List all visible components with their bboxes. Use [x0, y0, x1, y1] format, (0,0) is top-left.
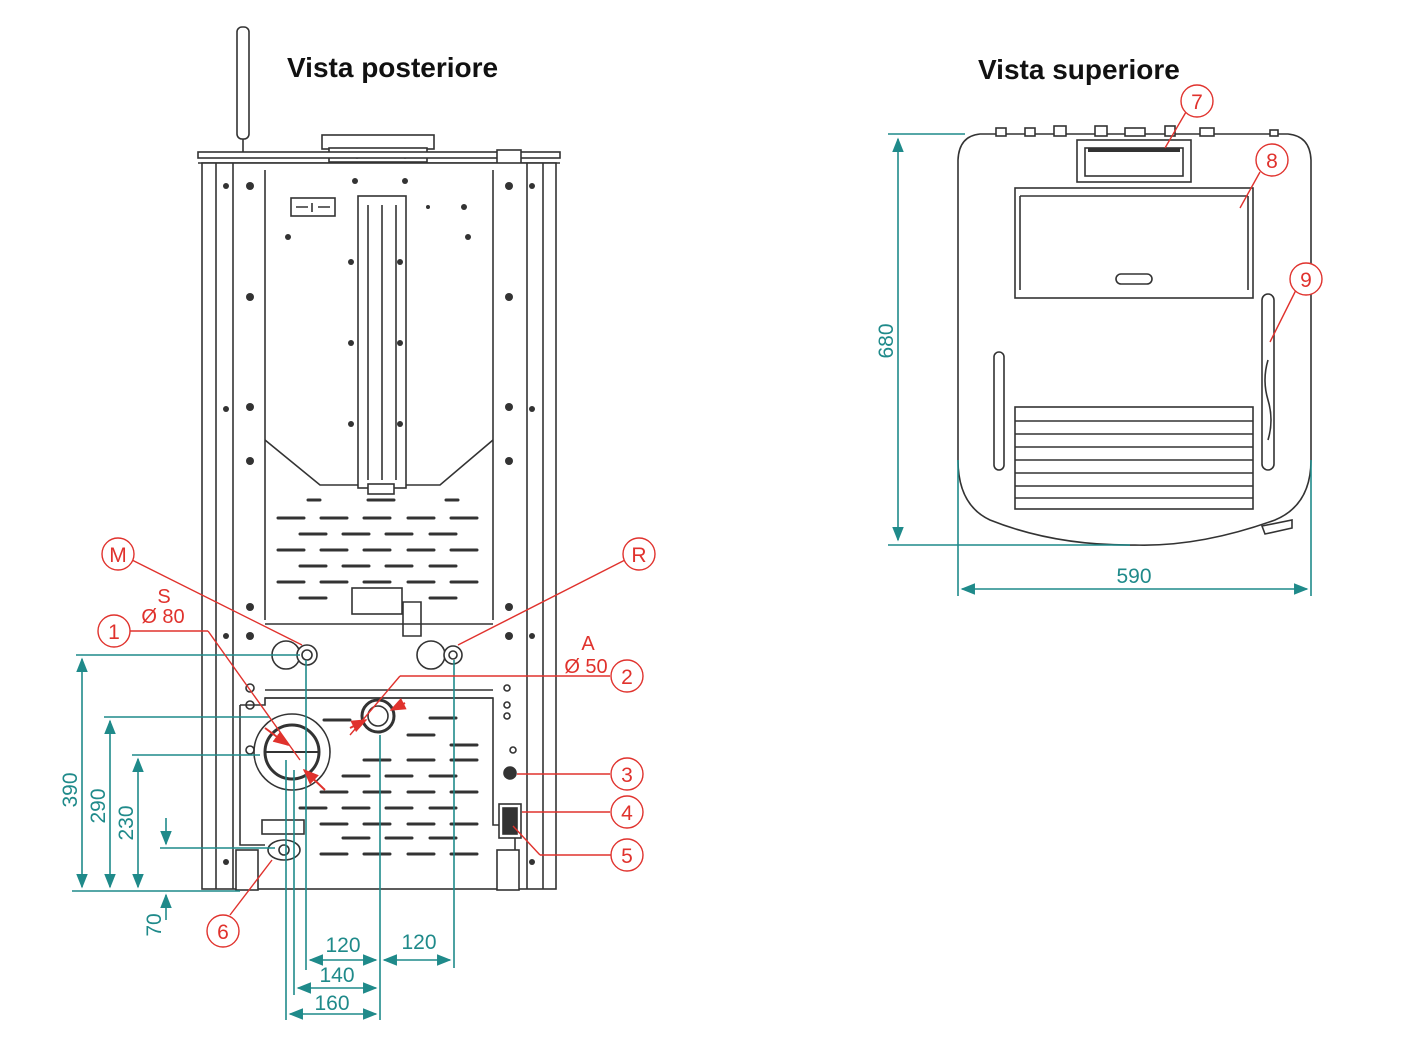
callout-4: 4: [621, 802, 633, 825]
callout-R: R: [631, 544, 646, 567]
dim-120-right: 120: [401, 931, 436, 954]
dim-590: 590: [1116, 565, 1151, 588]
top-dimensions: [888, 133, 1312, 596]
probe-9: [1261, 293, 1275, 471]
dim-140: 140: [319, 964, 354, 987]
rear-dimension-labels: 390 290 230 70 120 120 140 160: [59, 772, 437, 1015]
smoke-outlet-label: S: [157, 586, 170, 608]
top-dimension-labels: 680 590: [875, 323, 1152, 588]
dim-390: 390: [59, 772, 82, 807]
callout-M: M: [109, 544, 127, 567]
dim-120-left: 120: [325, 934, 360, 957]
top-callouts: [1164, 84, 1323, 343]
rear-probe: [236, 26, 250, 158]
top-view-drawing: [957, 125, 1312, 546]
dim-290: 290: [87, 788, 110, 823]
smoke-outlet-diameter: Ø 80: [141, 606, 184, 628]
rear-vent-slots: [276, 498, 479, 856]
callout-6: 6: [217, 921, 229, 944]
callout-8: 8: [1266, 150, 1278, 173]
top-connectors: [995, 125, 1279, 137]
callout-9: 9: [1300, 269, 1312, 292]
callout-5: 5: [621, 845, 633, 868]
dim-70: 70: [143, 913, 166, 936]
air-intake-diameter: Ø 50: [564, 656, 607, 678]
top-callout-labels: 7 8 9: [1191, 91, 1312, 292]
callout-2: 2: [621, 666, 633, 689]
rear-dimensions: [72, 654, 455, 1020]
frame-screws: [223, 178, 535, 866]
dim-680: 680: [875, 323, 898, 358]
rear-callout-labels: M R 1 2 3 4 5 6 S Ø 80 A Ø 50: [108, 544, 646, 944]
callout-7: 7: [1191, 91, 1203, 114]
rear-view-drawing: [197, 26, 561, 891]
rear-callouts: [97, 537, 656, 948]
top-view-title: Vista superiore: [978, 54, 1180, 85]
callout-3: 3: [621, 764, 633, 787]
top-vent-grill: [1014, 406, 1254, 510]
dim-230: 230: [115, 805, 138, 840]
air-intake-label: A: [581, 633, 595, 655]
rear-view-title: Vista posteriore: [287, 52, 499, 83]
dim-160: 160: [314, 992, 349, 1015]
callout-1: 1: [108, 621, 120, 644]
